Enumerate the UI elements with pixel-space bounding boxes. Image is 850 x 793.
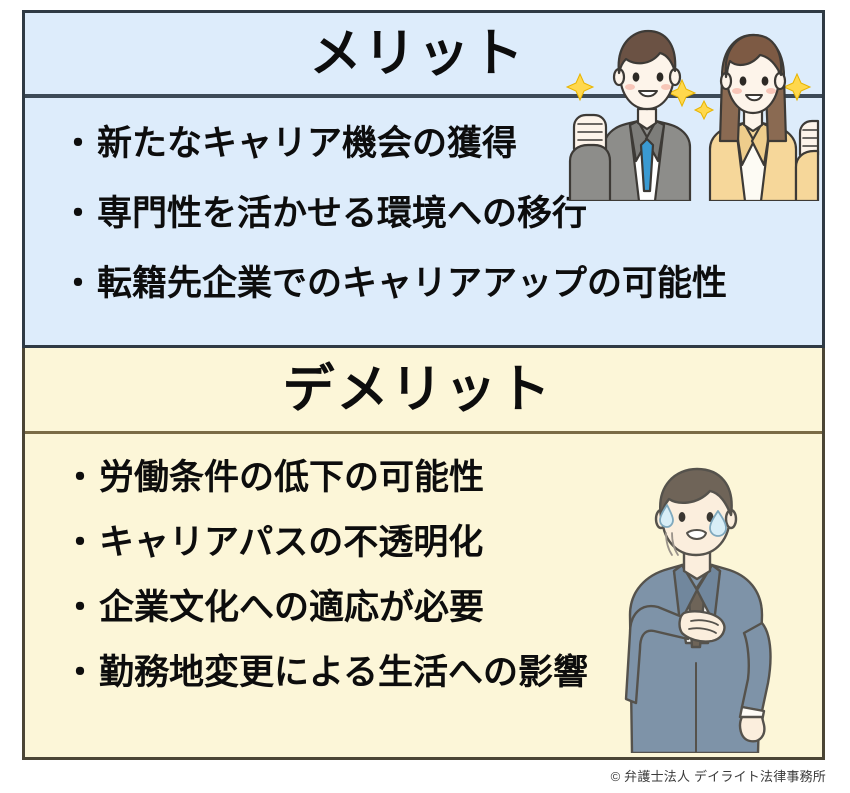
list-item: ・ 勤務地変更による生活への影響 [63, 655, 822, 690]
merit-demerit-infographic: メリット ・ 新たなキャリア機会の獲得 ・ 専門性を活かせる環境への移行 ・ 転… [22, 10, 825, 760]
demerit-title: デメリット [282, 360, 553, 419]
demerit-panel: デメリット ・ 労働条件の低下の可能性 ・ キャリアパスの不透明化 ・ 企業文化… [22, 348, 825, 760]
list-item: ・ 専門性を活かせる環境への移行 [61, 196, 822, 231]
list-item: ・ 新たなキャリア機会の獲得 [61, 126, 822, 161]
merit-title: メリット [309, 24, 526, 83]
list-item-label: 企業文化への適応が必要 [99, 588, 485, 627]
bullet-icon: ・ [61, 265, 95, 303]
bullet-icon: ・ [63, 524, 97, 562]
list-item-label: キャリアパスの不透明化 [99, 523, 484, 562]
list-item: ・ キャリアパスの不透明化 [63, 525, 822, 560]
merit-panel: メリット ・ 新たなキャリア機会の獲得 ・ 専門性を活かせる環境への移行 ・ 転… [22, 10, 825, 348]
list-item-label: 転籍先企業でのキャリアアップの可能性 [97, 264, 728, 303]
merit-list: ・ 新たなキャリア機会の獲得 ・ 専門性を活かせる環境への移行 ・ 転籍先企業で… [25, 98, 822, 343]
copyright-notice: © 弁護士法人 デイライト法律事務所 [610, 769, 826, 784]
list-item-label: 労働条件の低下の可能性 [99, 458, 485, 497]
bullet-icon: ・ [61, 195, 95, 233]
list-item-label: 勤務地変更による生活への影響 [99, 653, 588, 692]
bullet-icon: ・ [63, 459, 97, 497]
list-item: ・ 労働条件の低下の可能性 [63, 460, 822, 495]
demerit-list: ・ 労働条件の低下の可能性 ・ キャリアパスの不透明化 ・ 企業文化への適応が必… [25, 434, 822, 754]
list-item-label: 新たなキャリア機会の獲得 [97, 124, 518, 163]
list-item: ・ 転籍先企業でのキャリアアップの可能性 [61, 266, 822, 301]
bullet-icon: ・ [61, 125, 95, 163]
list-item: ・ 企業文化への適応が必要 [63, 590, 822, 625]
bullet-icon: ・ [63, 589, 97, 627]
demerit-title-bar: デメリット [25, 348, 822, 434]
list-item-label: 専門性を活かせる環境への移行 [97, 194, 588, 233]
bullet-icon: ・ [63, 654, 97, 692]
merit-title-bar: メリット [25, 13, 822, 98]
